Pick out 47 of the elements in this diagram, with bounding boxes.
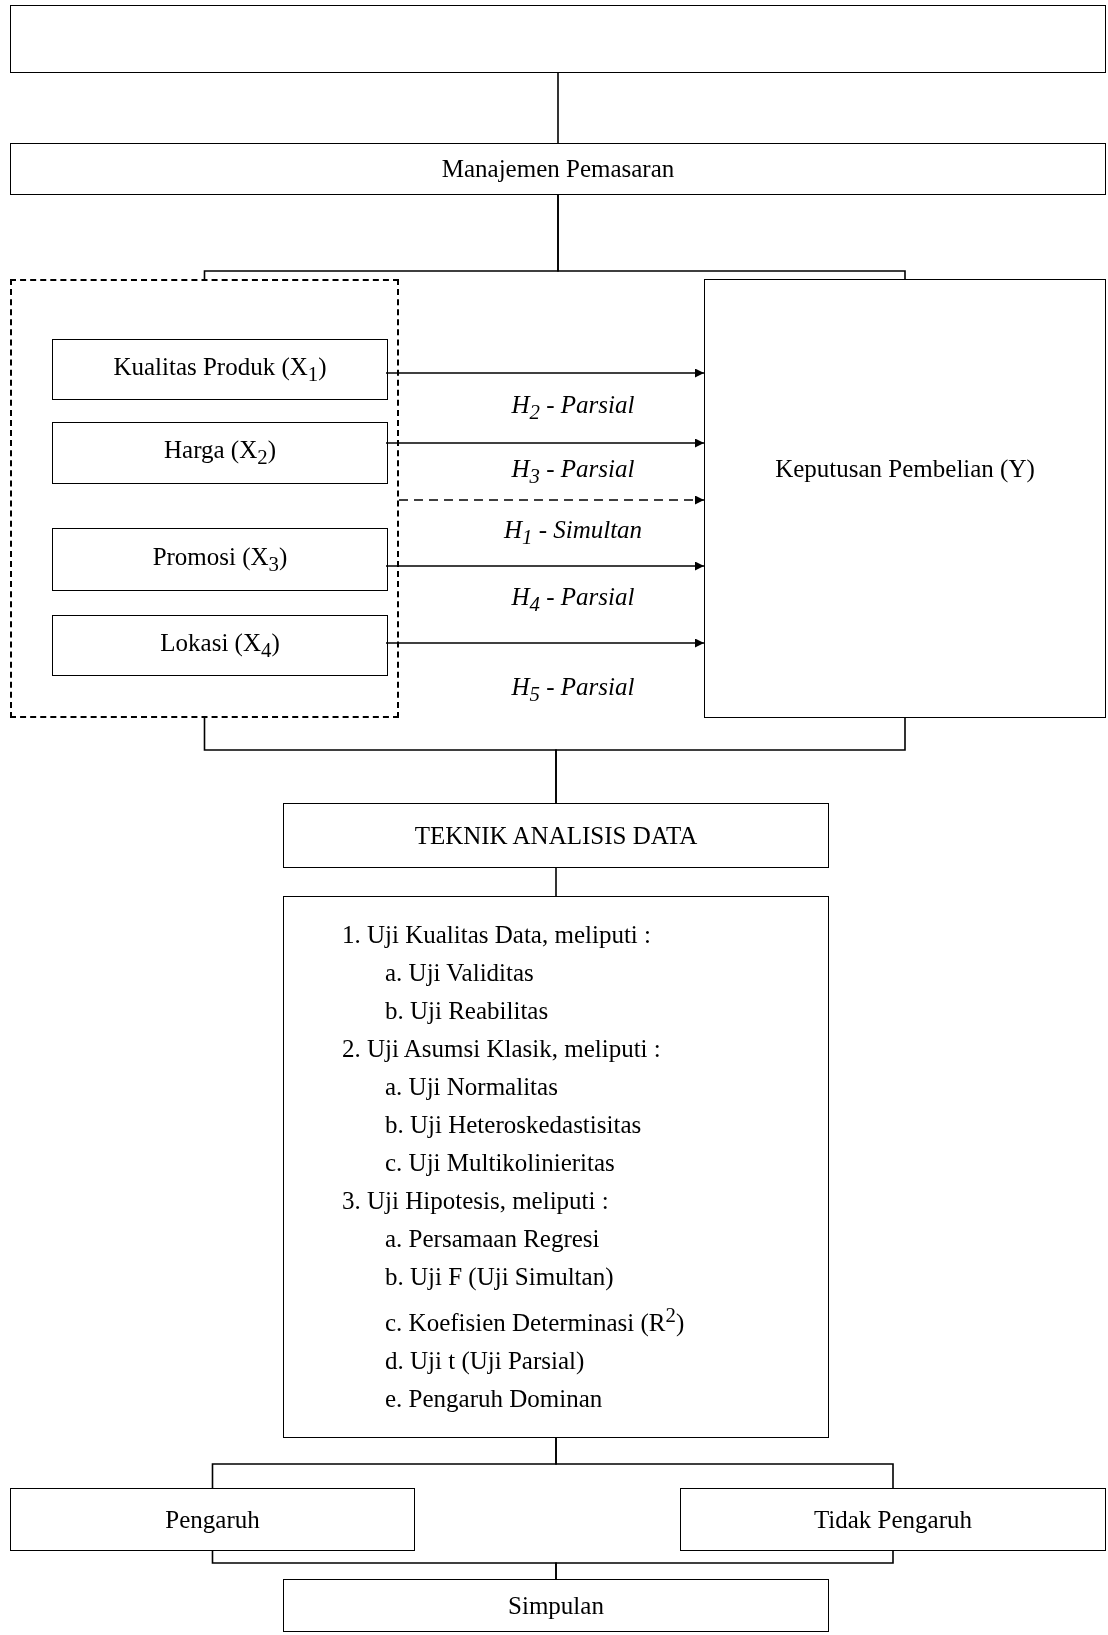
list-item: b. Uji Heteroskedastisitas [384,1109,642,1140]
header-box [10,5,1106,73]
node-label: Promosi (X$_{3}$) [152,542,288,577]
process-box [704,279,1106,718]
node-label: Simpulan [508,1591,604,1620]
variable-box [52,422,388,484]
variable-box [52,528,388,591]
node-label: Lokasi (X$_{4}$) [160,628,280,663]
node-label: Kualitas Produk (X$_{1}$) [113,352,327,387]
connector-line [555,1550,894,1580]
process-box [10,143,1106,195]
list-item: 3. Uji Hipotesis, meliputi : [342,1185,609,1216]
node-label: Keputusan Pembelian (Y) [775,453,1035,485]
list-item: a. Uji Normalitas [384,1071,558,1102]
process-box [680,1488,1106,1551]
node-label: Pengaruh [165,1505,260,1534]
process-box [283,896,829,1438]
node-label: Manajemen Pemasaran [441,155,675,183]
arrow [385,561,705,571]
list-item: e. Pengaruh Dominan [384,1384,603,1415]
group-box [10,279,399,718]
arrow [398,495,705,505]
arrow [385,368,705,378]
list-item: d. Uji t (Uji Parsial) [384,1346,585,1377]
arrow [385,638,705,648]
process-box [283,1579,829,1632]
list-item: c. Uji Multikolinieritas [384,1147,615,1178]
connector-line [557,72,559,144]
list-item: b. Uji Reabilitas [384,995,549,1026]
arrow [385,438,705,448]
process-box [10,1488,415,1551]
list-item: 1. Uji Kualitas Data, meliputi : [342,919,651,950]
process-box [283,803,829,868]
connector-line [555,717,906,804]
connector-line [557,194,906,280]
list-item: a. Uji Validitas [384,957,534,988]
list-item: a. Persamaan Regresi [384,1223,600,1254]
list-item: c. Koefisien Determinasi (R$^{2}$) [384,1301,685,1339]
node-label: TEKNIK ANALISIS DATA [414,821,698,850]
connector-line [555,867,557,897]
list-item: b. Uji F (Uji Simultan) [384,1261,614,1293]
node-label: Harga (X$_{2}$) [164,436,276,470]
variable-box [52,615,388,676]
node-label: Tidak Pengaruh [813,1505,973,1534]
connector-line [555,1437,894,1489]
variable-box [52,339,388,400]
list-item: 2. Uji Asumsi Klasik, meliputi : [342,1033,661,1064]
